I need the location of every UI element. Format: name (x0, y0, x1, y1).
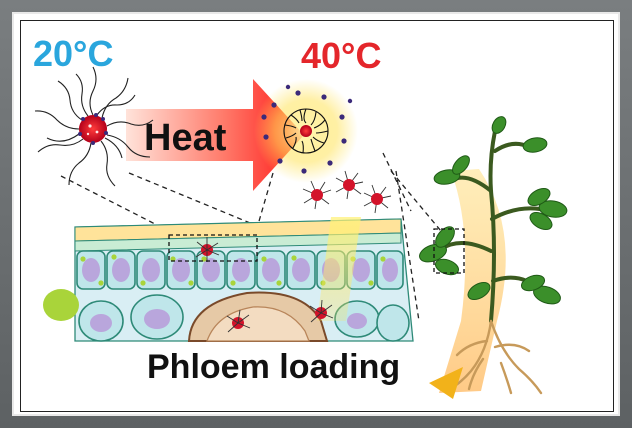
heat-arrow (126, 79, 304, 191)
tomato-plant-icon (419, 116, 568, 399)
phloem-loading-label: Phloem loading (147, 348, 401, 386)
leaf-tissue (43, 217, 414, 342)
micelle-icon (34, 66, 154, 187)
temperature-low-label: 20°C (33, 33, 114, 74)
diagram-canvas (34, 66, 568, 399)
micelle-icon (302, 170, 392, 214)
zoom-lines (60, 152, 442, 322)
heat-label: Heat (144, 117, 227, 159)
graphical-abstract: 20°C 40°C Heat Phloem loading (20, 20, 614, 412)
temperature-high-label: 40°C (301, 35, 382, 76)
micelle-icon (254, 79, 358, 183)
